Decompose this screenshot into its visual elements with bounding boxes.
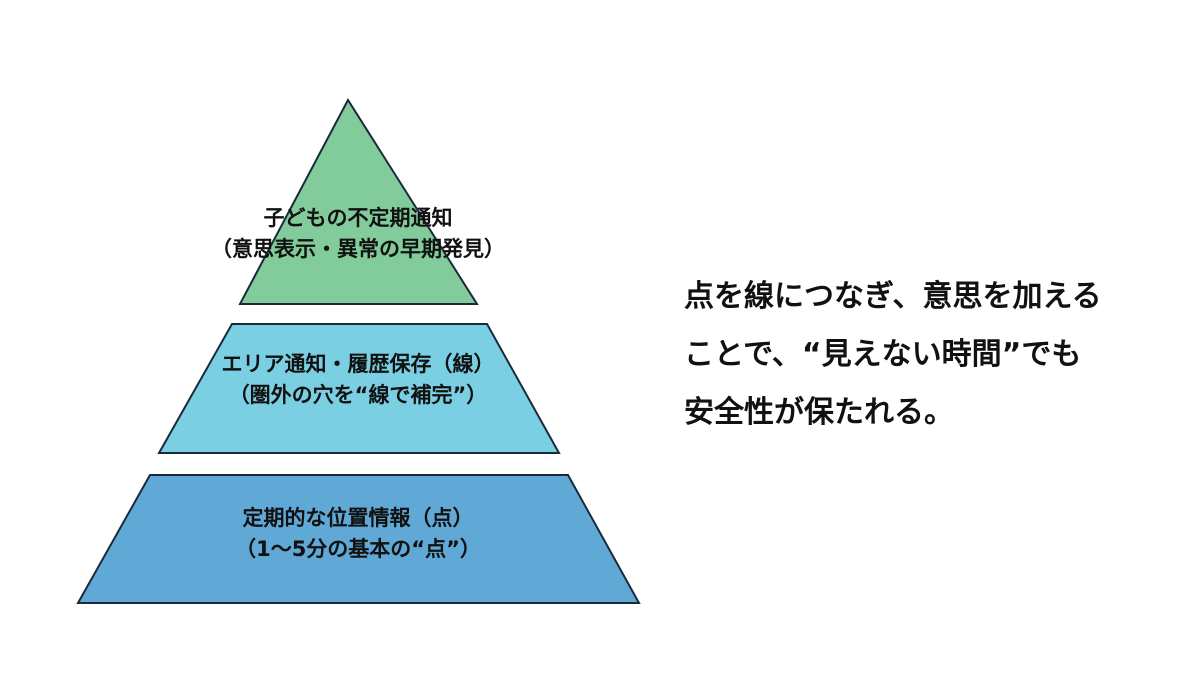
pyramid-diagram [76, 98, 641, 604]
summary-line-3: 安全性が保たれる。 [684, 395, 954, 430]
tier-top-title: 子どもの不定期通知 [263, 206, 453, 230]
summary-line-2: ことで、“見えない時間”でも [684, 337, 1082, 372]
tier-middle-label: エリア通知・履歴保存（線） （圏外の穴を“線で補完”） [138, 349, 578, 411]
tier-middle-title: エリア通知・履歴保存（線） [221, 352, 495, 376]
tier-bottom-title: 定期的な位置情報（点） [242, 506, 474, 530]
tier-middle-subtitle: （圏外の穴を“線で補完”） [228, 383, 488, 407]
tier-top-label: 子どもの不定期通知 （意思表示・異常の早期発見） [178, 203, 538, 265]
tier-bottom-label: 定期的な位置情報（点） （1〜5分の基本の“点”） [138, 503, 578, 565]
tier-top-subtitle: （意思表示・異常の早期発見） [211, 237, 505, 261]
tier-bottom-subtitle: （1〜5分の基本の“点”） [235, 537, 481, 561]
pyramid-tier-top [238, 98, 479, 305]
summary-message: 点を線につなぎ、意思を加える ことで、“見えない時間”でも 安全性が保たれる。 [684, 268, 1184, 442]
summary-line-1: 点を線につなぎ、意思を加える [684, 279, 1102, 314]
pyramid-tier-bottom [76, 474, 641, 604]
pyramid-tier-middle [157, 323, 561, 454]
